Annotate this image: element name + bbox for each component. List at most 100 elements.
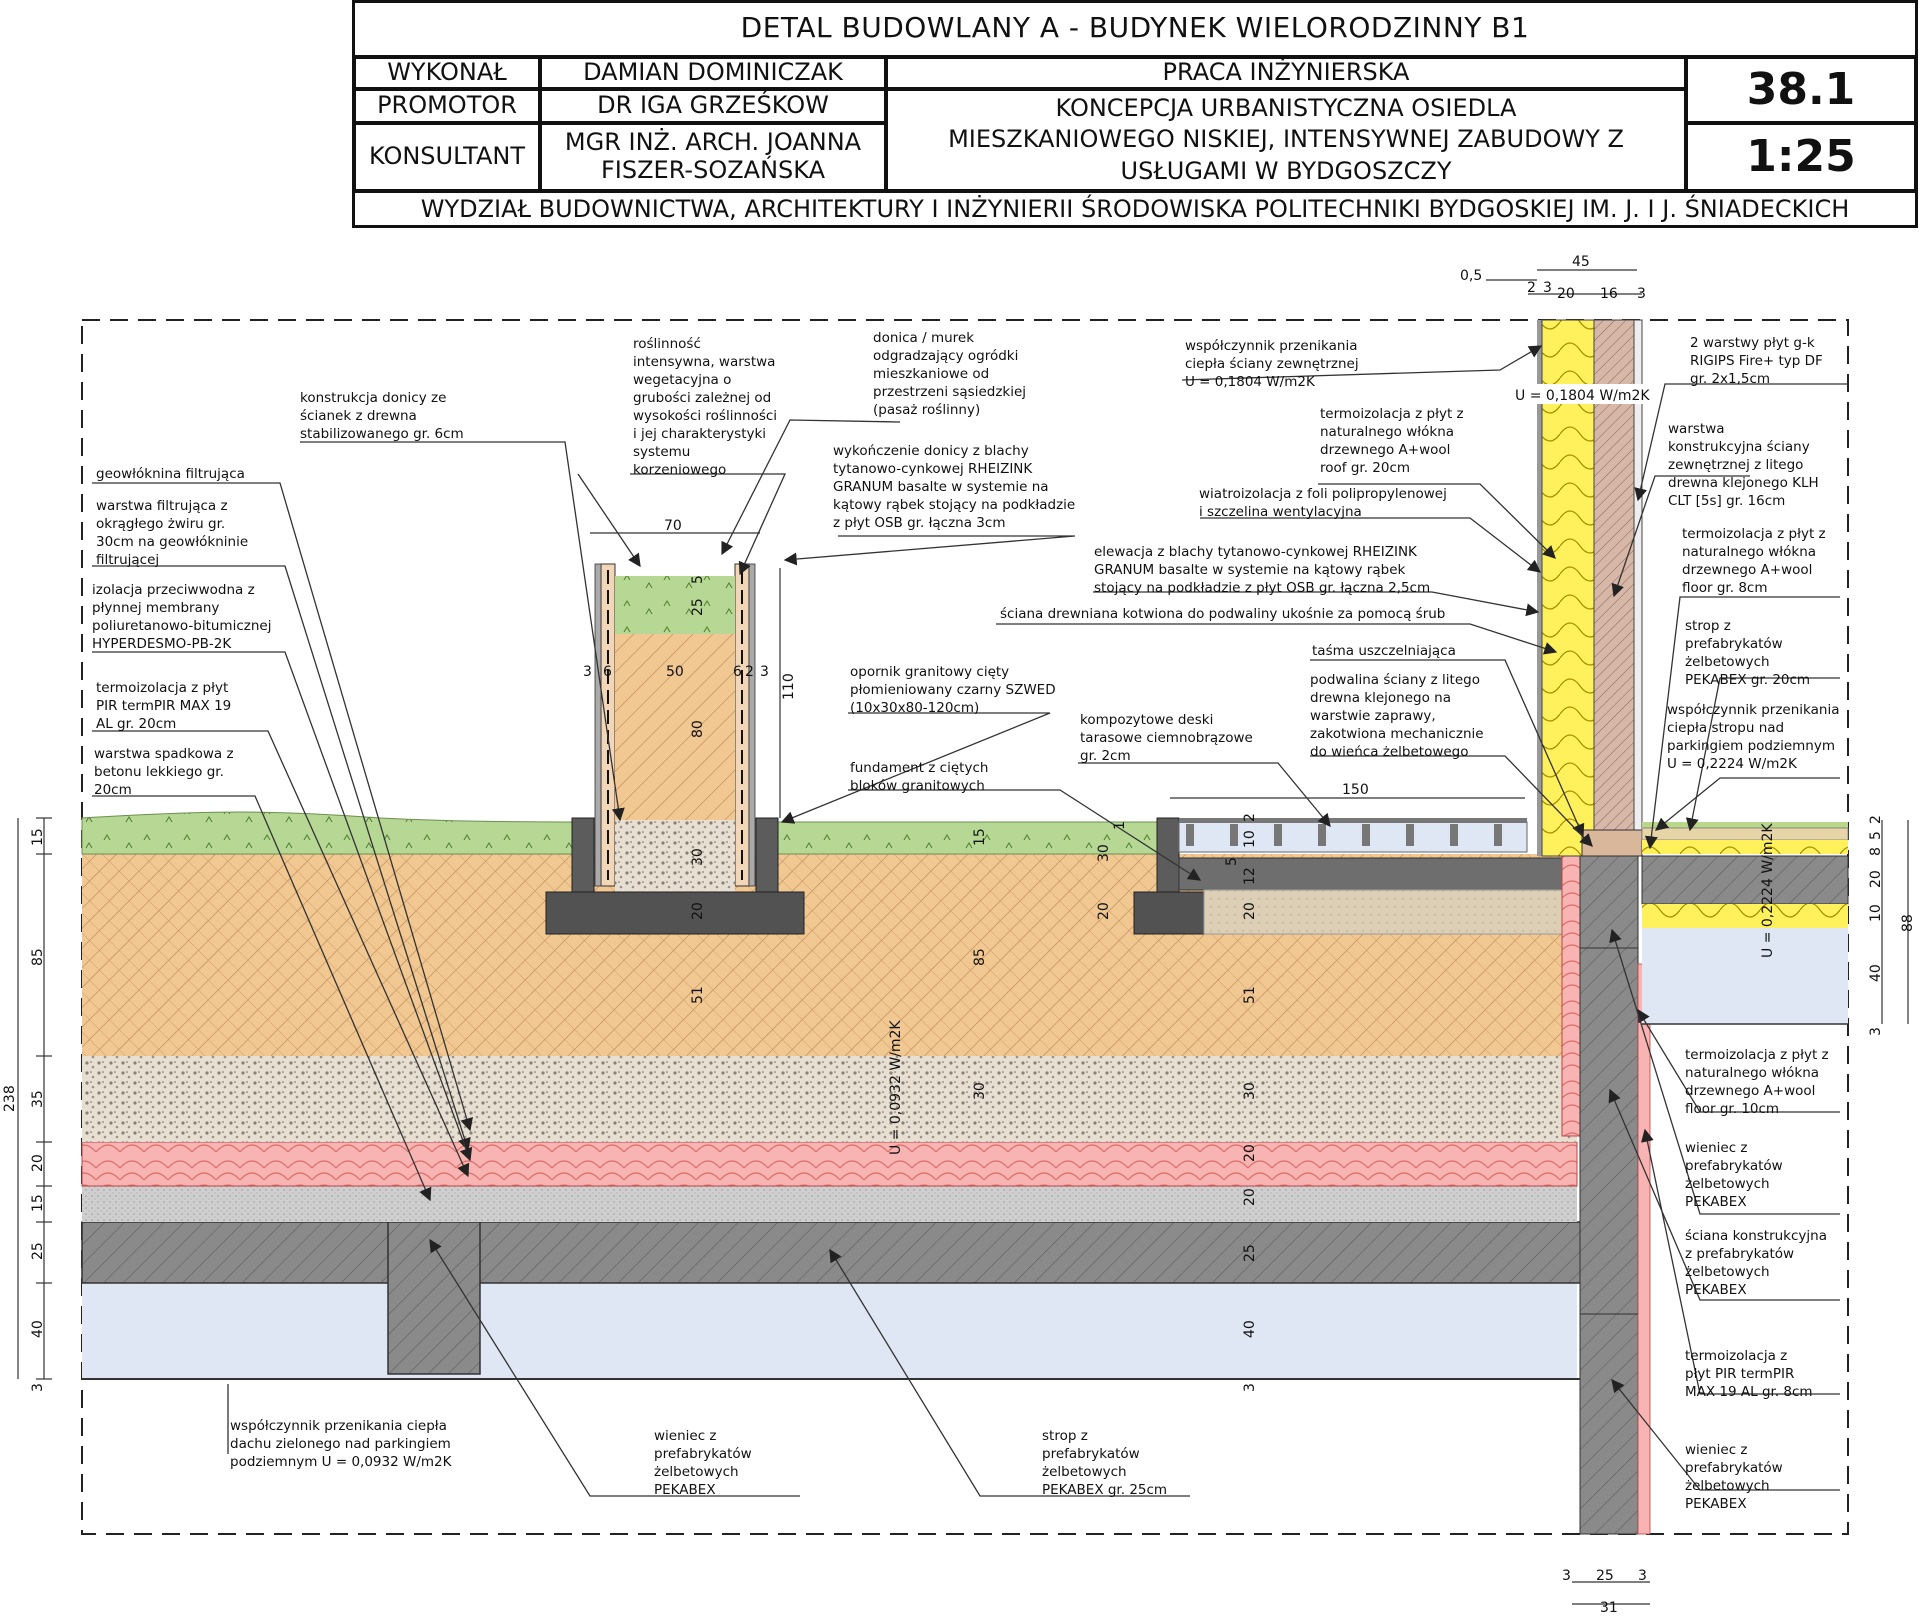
dim-t-20: 20 bbox=[1096, 902, 1112, 920]
dim-l-40: 40 bbox=[30, 1320, 46, 1338]
dim-b-3b: 3 bbox=[1638, 1568, 1647, 1584]
dim-pl-20: 20 bbox=[690, 902, 706, 920]
dim-top-05: 0,5 bbox=[1460, 268, 1482, 284]
dim-top-3a: 3 bbox=[1543, 280, 1552, 296]
dim-pl-3b: 3 bbox=[760, 664, 769, 680]
dim-110: 110 bbox=[781, 673, 797, 700]
dim-pl-80: 80 bbox=[690, 720, 706, 738]
dim-top-45: 45 bbox=[1572, 254, 1590, 270]
dim-c-20: 20 bbox=[1242, 1144, 1258, 1162]
dim-l-3: 3 bbox=[30, 1383, 46, 1392]
dim-pl-6b: 6 bbox=[733, 664, 742, 680]
work-type: PRACA INŻYNIERSKA bbox=[886, 57, 1686, 89]
faculty: WYDZIAŁ BUDOWNICTWA, ARCHITEKTURY I INŻY… bbox=[354, 191, 1916, 226]
dim-pl-6a: 6 bbox=[603, 664, 612, 680]
dim-pl-50: 50 bbox=[666, 664, 684, 680]
dim-l-20: 20 bbox=[30, 1154, 46, 1172]
dim-pl-3a: 3 bbox=[583, 664, 592, 680]
dim-c-3: 3 bbox=[1242, 1383, 1258, 1392]
dim-t-20b: 20 bbox=[1242, 902, 1258, 920]
u-value-floor: U = 0,2224 W/m2K bbox=[1760, 823, 1776, 958]
dim-c-20b: 20 bbox=[1242, 1188, 1258, 1206]
dim-c-30: 30 bbox=[1242, 1082, 1258, 1100]
dim-c-25: 25 bbox=[1242, 1244, 1258, 1262]
dim-m-15: 15 bbox=[972, 828, 988, 846]
dim-pl-25: 25 bbox=[690, 598, 706, 616]
dim-m-30: 30 bbox=[972, 1082, 988, 1100]
dim-70: 70 bbox=[664, 518, 682, 534]
label-sciana-kotw: ściana drewniana kotwiona do podwaliny u… bbox=[1000, 606, 1445, 622]
dim-b-31: 31 bbox=[1600, 1600, 1618, 1616]
dim-top-16: 16 bbox=[1600, 286, 1618, 302]
dim-r-5: 5 bbox=[1868, 831, 1884, 840]
dim-r-3: 3 bbox=[1868, 1027, 1884, 1036]
dim-l-35: 35 bbox=[30, 1090, 46, 1108]
dim-r-20: 20 bbox=[1868, 870, 1884, 888]
drawing-title: DETAL BUDOWLANY A - BUDYNEK WIELORODZINN… bbox=[354, 2, 1916, 57]
dim-t-2: 2 bbox=[1242, 813, 1258, 822]
u-value-roof: U = 0,0932 W/m2K bbox=[888, 1020, 904, 1155]
dim-150: 150 bbox=[1342, 782, 1369, 798]
role-promotor: PROMOTOR bbox=[354, 89, 540, 123]
dim-top-3b: 3 bbox=[1637, 286, 1646, 302]
work-title: KONCEPCJA URBANISTYCZNA OSIEDLA MIESZKAN… bbox=[886, 89, 1686, 191]
dim-r-2: 2 bbox=[1868, 815, 1884, 824]
dim-r-8: 8 bbox=[1868, 847, 1884, 856]
label-geowloknina: geowłóknina filtrująca bbox=[96, 466, 245, 482]
name-wykonal: DAMIAN DOMINICZAK bbox=[540, 57, 886, 89]
role-wykonal: WYKONAŁ bbox=[354, 57, 540, 89]
label-tasma: taśma uszczelniająca bbox=[1312, 643, 1456, 659]
dim-t-12: 12 bbox=[1242, 867, 1258, 885]
dim-t-10: 10 bbox=[1242, 830, 1258, 848]
dim-pl-5: 5 bbox=[690, 575, 706, 584]
dim-pl-2: 2 bbox=[745, 664, 754, 680]
dim-top-20: 20 bbox=[1557, 286, 1575, 302]
dim-r-40: 40 bbox=[1868, 964, 1884, 982]
name-promotor: DR IGA GRZEŚKOW bbox=[540, 89, 886, 123]
dim-l-85: 85 bbox=[30, 948, 46, 966]
name-konsultant: MGR INŻ. ARCH. JOANNA FISZER-SOZAŃSKA bbox=[540, 123, 886, 191]
role-konsultant: KONSULTANT bbox=[354, 123, 540, 191]
dim-l-25: 25 bbox=[30, 1242, 46, 1260]
dim-r-88: 88 bbox=[1900, 914, 1916, 932]
dim-b-25: 25 bbox=[1596, 1568, 1614, 1584]
dim-b-3a: 3 bbox=[1562, 1568, 1571, 1584]
dim-c-40: 40 bbox=[1242, 1320, 1258, 1338]
scale: 1:25 bbox=[1686, 123, 1916, 191]
dim-t-1: 1 bbox=[1112, 821, 1128, 830]
dim-t-30: 30 bbox=[1096, 844, 1112, 862]
label-elewacja: elewacja z blachy tytanowo-cynkowej RHEI… bbox=[1094, 544, 1430, 596]
dim-l-238: 238 bbox=[2, 1085, 18, 1112]
dim-t-5: 5 bbox=[1224, 857, 1240, 866]
u-value-wall: U = 0,1804 W/m2K bbox=[1515, 388, 1650, 404]
dim-l-15: 15 bbox=[30, 828, 46, 846]
dim-t-51: 51 bbox=[1242, 986, 1258, 1004]
sheet-number: 38.1 bbox=[1686, 57, 1916, 123]
dim-l-15b: 15 bbox=[30, 1194, 46, 1212]
dim-top-2: 2 bbox=[1527, 280, 1536, 296]
